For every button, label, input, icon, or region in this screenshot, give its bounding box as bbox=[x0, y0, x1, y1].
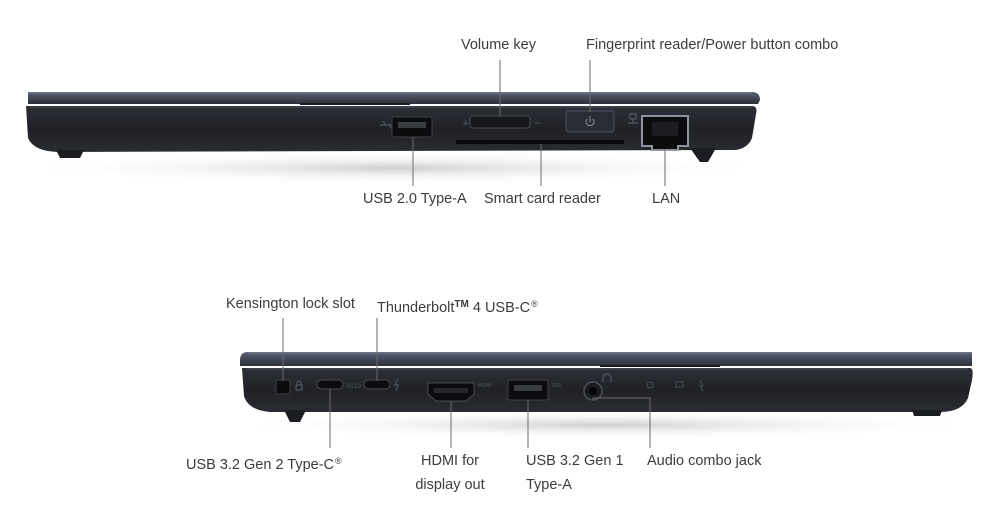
lan-port bbox=[641, 115, 689, 151]
lid-edge bbox=[240, 352, 972, 366]
power-icon bbox=[585, 116, 595, 127]
thunderbolt-rest: 4 USB-C bbox=[468, 300, 531, 316]
usb-c-gen2-port bbox=[316, 379, 344, 390]
ss-label: SS10 bbox=[346, 383, 361, 390]
right-leader-lines bbox=[412, 60, 666, 186]
thunderbolt-tm: TM bbox=[454, 299, 469, 310]
svg-text:+: + bbox=[462, 119, 470, 129]
label-fingerprint-power: Fingerprint reader/Power button combo bbox=[586, 37, 839, 53]
foot-front bbox=[284, 410, 306, 422]
kensington-slot bbox=[275, 379, 291, 395]
thunderbolt-reg: ® bbox=[531, 299, 538, 309]
label-volume-key: Volume key bbox=[461, 37, 536, 53]
label-usb32-gen1: USB 3.2 Gen 1 Type-A bbox=[526, 451, 624, 496]
audio-jack bbox=[583, 381, 603, 401]
floor-shadow bbox=[225, 411, 985, 439]
label-lan: LAN bbox=[652, 191, 681, 207]
label-audio-combo-jack: Audio combo jack bbox=[647, 453, 762, 469]
hdmi-line2: display out bbox=[415, 477, 485, 493]
thunderbolt-icon bbox=[394, 378, 399, 392]
chassis-body bbox=[242, 368, 973, 412]
label-kensington: Kensington lock slot bbox=[226, 296, 355, 312]
thunderbolt-port bbox=[363, 379, 391, 390]
usb32-gen2-reg: ® bbox=[335, 456, 342, 466]
ss-usb-label: SS5 bbox=[552, 383, 562, 389]
network-icon bbox=[628, 113, 638, 124]
led-icon bbox=[646, 379, 704, 392]
floor-shadow bbox=[15, 152, 775, 184]
foot-rear bbox=[912, 410, 942, 416]
laptop-right-side: + − bbox=[15, 92, 775, 184]
volume-key: + − bbox=[462, 115, 542, 129]
foot-front bbox=[56, 150, 84, 158]
hdmi-port bbox=[427, 382, 475, 402]
label-usb32-gen2-typec: USB 3.2 Gen 2 Type-C® bbox=[186, 451, 342, 476]
lid-edge bbox=[28, 92, 760, 104]
label-thunderbolt: ThunderboltTM 4 USB-C® bbox=[377, 294, 538, 319]
laptop-left-side: SS10 HDMI SS5 bbox=[225, 352, 985, 439]
label-hdmi: HDMI for display out bbox=[405, 451, 495, 496]
lock-icon bbox=[295, 380, 303, 391]
smart-card-slot bbox=[456, 140, 624, 144]
usb-a-gen1-port bbox=[507, 379, 549, 401]
leader-audio bbox=[592, 397, 651, 448]
label-usb2-typea: USB 2.0 Type-A bbox=[363, 191, 467, 207]
usb32-gen2-text: USB 3.2 Gen 2 Type-C bbox=[186, 457, 335, 473]
left-leader-lines bbox=[282, 318, 651, 448]
usb32-gen1-line1: USB 3.2 Gen 1 bbox=[526, 453, 624, 469]
foot-rear bbox=[690, 148, 716, 162]
svg-text:−: − bbox=[534, 119, 542, 129]
power-button bbox=[565, 110, 615, 133]
hdmi-tiny-label: HDMI bbox=[478, 383, 491, 389]
usb2-port bbox=[391, 116, 433, 138]
hdmi-line1: HDMI for bbox=[421, 453, 479, 469]
label-smart-card-reader: Smart card reader bbox=[484, 191, 601, 207]
headset-icon bbox=[602, 373, 612, 382]
usb32-gen1-line2: Type-A bbox=[526, 477, 572, 493]
thunderbolt-name: Thunderbolt bbox=[377, 300, 455, 316]
